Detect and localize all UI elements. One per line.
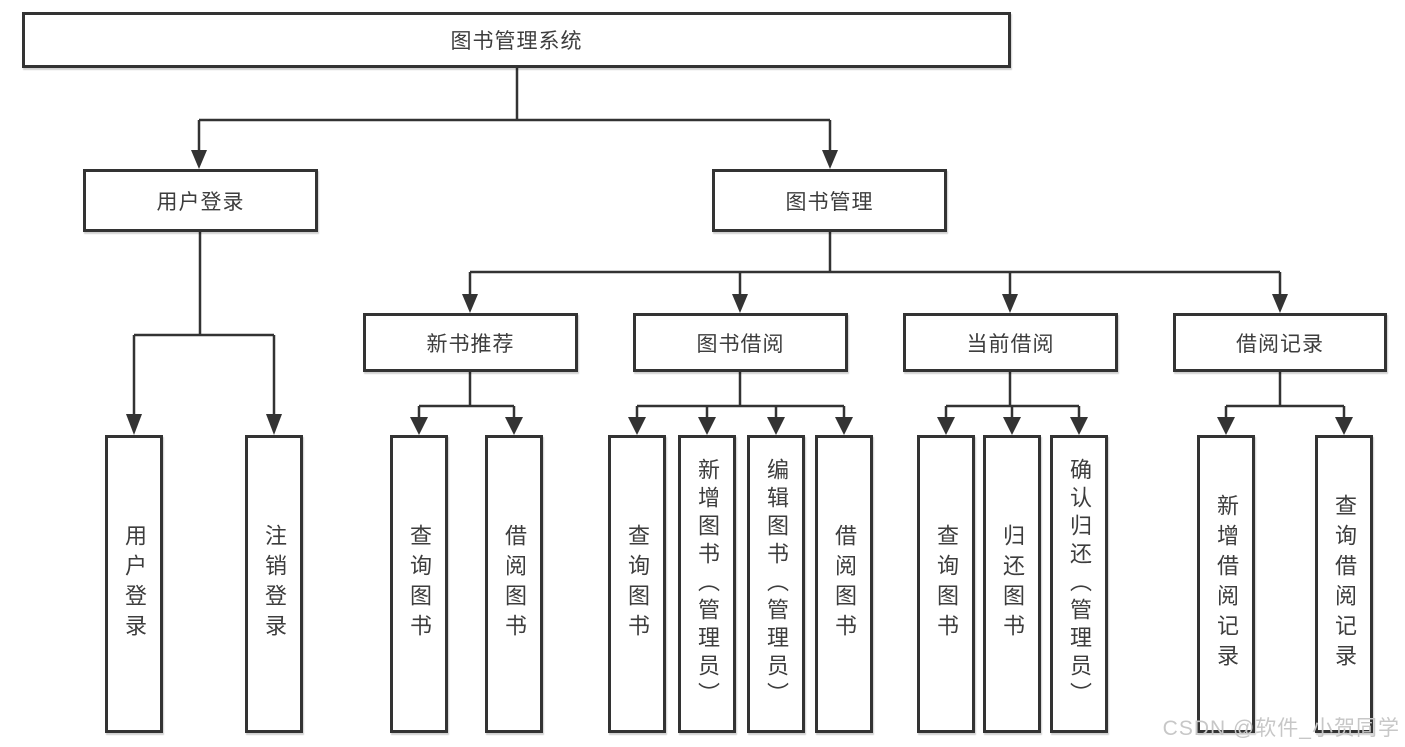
csdn-watermark: CSDN @软件_小贺同学 [1162,717,1400,740]
node-leaf-query-borrow-record: 查询借阅记录 [1315,435,1373,733]
node-leaf-query-book-3: 查询图书 [917,435,975,733]
connector-current-borrow-to-leaves [937,372,1088,435]
node-leaf-confirm-return-admin: 确认归还（管理员） [1050,435,1108,733]
node-new-book-recommend: 新书推荐 [363,313,578,372]
node-leaf-return-book: 归还图书 [983,435,1041,733]
node-book-borrow: 图书借阅 [633,313,848,372]
node-leaf-edit-book-admin: 编辑图书（管理员） [747,435,805,733]
node-leaf-logout: 注销登录 [245,435,303,733]
connector-book-borrow-to-leaves [628,372,853,435]
node-book-management: 图书管理 [712,169,947,232]
node-user-login: 用户登录 [83,169,318,232]
node-root-system: 图书管理系统 [22,12,1011,68]
node-leaf-add-borrow-record: 新增借阅记录 [1197,435,1255,733]
connector-borrow-records-to-leaves [1217,372,1353,435]
node-leaf-borrow-book-2: 借阅图书 [815,435,873,733]
connector-book-management-to-level3 [462,232,1288,313]
node-leaf-add-book-admin: 新增图书（管理员） [678,435,736,733]
connector-root-to-level2 [191,68,838,169]
connector-user-login-to-leaves [126,232,282,435]
node-leaf-query-book-1: 查询图书 [390,435,448,733]
connector-new-book-to-leaves [410,372,523,435]
node-borrow-records: 借阅记录 [1173,313,1387,372]
node-leaf-query-book-2: 查询图书 [608,435,666,733]
node-current-borrow: 当前借阅 [903,313,1118,372]
node-leaf-user-login: 用户登录 [105,435,163,733]
node-leaf-borrow-book-1: 借阅图书 [485,435,543,733]
